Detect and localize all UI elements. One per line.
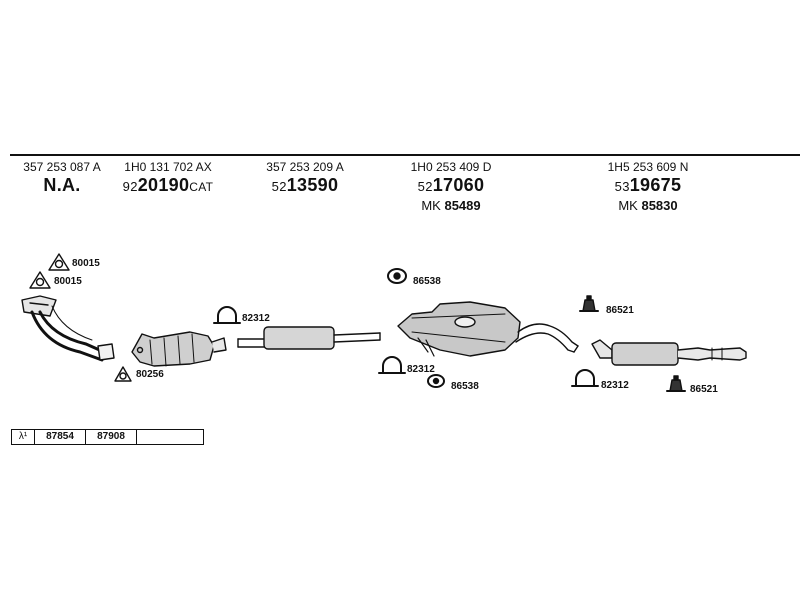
table-cell: 87908 xyxy=(86,430,137,444)
part-number: 357 253 087 A xyxy=(23,160,101,174)
column-middle-pipe: 357 253 209 A 5213590 xyxy=(266,160,343,198)
hanger-icon xyxy=(387,268,407,284)
middle-pipe xyxy=(237,326,381,350)
part-code: 5319675 xyxy=(614,175,682,195)
label-86538: 86538 xyxy=(451,381,479,392)
rear-muffler xyxy=(591,339,747,366)
lambda-sensor-table: λ¹ 87854 87908 xyxy=(11,429,204,445)
label-82312: 82312 xyxy=(601,380,629,391)
mk-code: MK 85830 xyxy=(618,198,678,213)
part-number: 1H0 131 702 AX xyxy=(124,160,212,174)
table-cell xyxy=(137,430,203,444)
label-86521: 86521 xyxy=(606,305,634,316)
hanger-icon xyxy=(427,374,445,388)
label-86538: 86538 xyxy=(413,276,441,287)
lambda-symbol: λ¹ xyxy=(12,430,35,444)
header-divider-line xyxy=(10,154,800,156)
label-80256: 80256 xyxy=(136,369,164,380)
table-cell: 87854 xyxy=(35,430,86,444)
clamp-icon xyxy=(378,356,406,374)
column-catalytic-converter: 1H0 131 702 AX 9220190CAT xyxy=(123,160,214,198)
clamp-icon xyxy=(213,306,241,324)
label-82312: 82312 xyxy=(242,313,270,324)
gasket-icon xyxy=(48,253,70,271)
rubber-mount-icon xyxy=(666,375,686,392)
front-pipe xyxy=(21,295,115,362)
label-80015: 80015 xyxy=(54,276,82,287)
column-front-pipe: 357 253 087 A N.A. xyxy=(23,160,100,198)
gasket-icon xyxy=(114,366,132,382)
rubber-mount-icon xyxy=(579,295,599,312)
part-number: 1H0 253 409 D xyxy=(410,160,492,174)
part-code: N.A. xyxy=(43,175,81,195)
part-number: 1H5 253 609 N xyxy=(607,160,689,174)
catalytic-converter xyxy=(131,331,227,367)
label-86521: 86521 xyxy=(690,384,718,395)
part-code: 9220190CAT xyxy=(122,175,214,195)
column-rear-muffler: 1H5 253 609 N 5319675 MK 85830 xyxy=(608,160,689,214)
center-muffler xyxy=(397,301,579,357)
part-code: 5217060 xyxy=(417,175,485,195)
part-code: 5213590 xyxy=(271,175,339,195)
mk-code: MK 85489 xyxy=(421,198,481,213)
column-center-muffler: 1H0 253 409 D 5217060 MK 85489 xyxy=(411,160,492,214)
clamp-icon xyxy=(571,369,599,387)
label-82312: 82312 xyxy=(407,364,435,375)
gasket-icon xyxy=(29,271,51,289)
label-80015: 80015 xyxy=(72,258,100,269)
part-number: 357 253 209 A xyxy=(266,160,344,174)
